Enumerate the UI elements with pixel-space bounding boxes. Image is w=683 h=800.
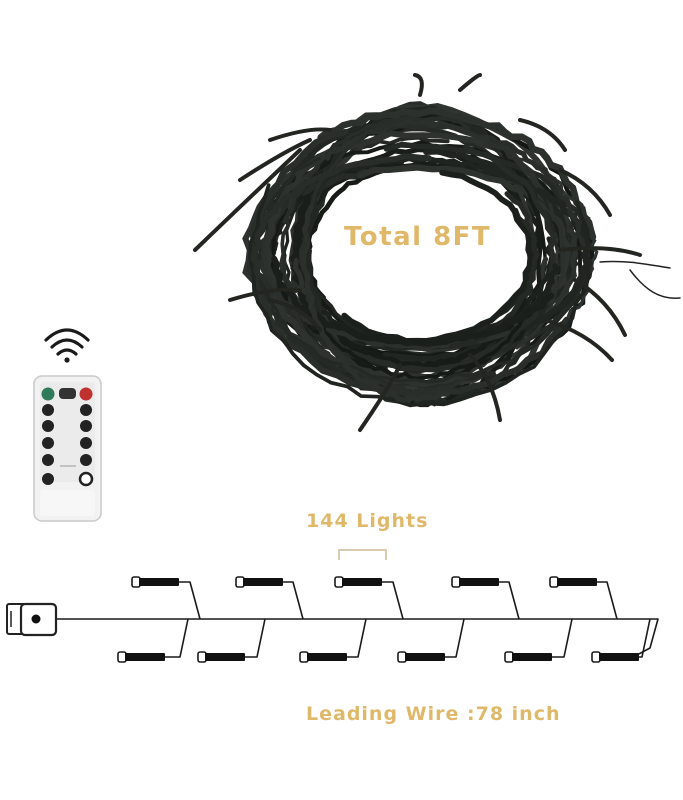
light-bulb xyxy=(299,651,347,663)
coil-strand xyxy=(271,255,555,347)
remote-button xyxy=(42,473,54,485)
branch-wire xyxy=(179,581,201,620)
light-bulb xyxy=(397,651,445,663)
remote-control-icon xyxy=(33,375,102,522)
coil-branch xyxy=(518,118,567,152)
remote-button xyxy=(42,420,54,432)
coil-branch xyxy=(573,278,627,337)
coil-branch xyxy=(413,73,424,97)
branch-wire xyxy=(597,581,618,620)
light-bulb xyxy=(334,576,382,588)
coiled-wire-bundle xyxy=(193,73,681,432)
branch-wire xyxy=(499,581,520,620)
light-bulb xyxy=(451,576,499,588)
coil-lead-wire xyxy=(599,260,681,299)
light-bulb xyxy=(549,576,597,588)
branch-wire xyxy=(245,618,266,658)
light-bulb xyxy=(131,576,179,588)
coil-strand xyxy=(250,153,432,296)
branch-wire xyxy=(347,618,367,658)
remote-button xyxy=(78,471,94,487)
coil-branch xyxy=(558,246,642,257)
branch-wire xyxy=(382,581,404,620)
remote-button xyxy=(80,420,92,432)
coil-branch xyxy=(543,318,614,362)
coil-strand xyxy=(303,163,406,344)
light-string-diagram xyxy=(56,576,659,663)
light-bulb xyxy=(591,651,639,663)
light-bulb xyxy=(117,651,165,663)
branch-wire xyxy=(639,618,651,658)
coil-strand xyxy=(248,183,591,408)
branch-wire xyxy=(445,618,465,658)
branch-wire xyxy=(165,618,189,658)
branch-wire xyxy=(283,581,304,620)
remote-button xyxy=(80,454,92,466)
light-bracket xyxy=(338,549,387,560)
coil-strand xyxy=(246,128,570,398)
light-bulb xyxy=(235,576,283,588)
light-bulb xyxy=(197,651,245,663)
coil-branch xyxy=(468,353,502,422)
coil-branch xyxy=(268,298,322,332)
coil-branch xyxy=(193,148,302,252)
total-length-label: Total 8FT xyxy=(344,222,492,252)
coil-strand xyxy=(257,229,512,351)
leading-wire-label: Leading Wire :78 inch xyxy=(306,703,561,725)
coil-strand xyxy=(326,144,558,373)
light-count-label: 144 Lights xyxy=(306,510,429,532)
coil-strand xyxy=(317,107,597,241)
remote-button xyxy=(42,404,54,416)
coil-center xyxy=(338,197,522,293)
coil-branch xyxy=(228,287,302,302)
coil-strand xyxy=(367,123,586,248)
coil-branch xyxy=(558,168,612,217)
coil-branch xyxy=(458,73,482,92)
coil-branch xyxy=(358,363,402,432)
coil-strand xyxy=(321,307,531,381)
branch-wire xyxy=(552,618,573,658)
coil-branch xyxy=(238,138,312,182)
coil-branch xyxy=(268,127,332,142)
light-bulb xyxy=(504,651,552,663)
remote-button xyxy=(42,437,54,449)
remote-button xyxy=(80,437,92,449)
wifi-signal-icon xyxy=(44,328,90,363)
remote-button xyxy=(80,404,92,416)
remote-button xyxy=(42,454,54,466)
coil-strand xyxy=(300,205,451,404)
usb-plug-icon xyxy=(6,602,58,637)
